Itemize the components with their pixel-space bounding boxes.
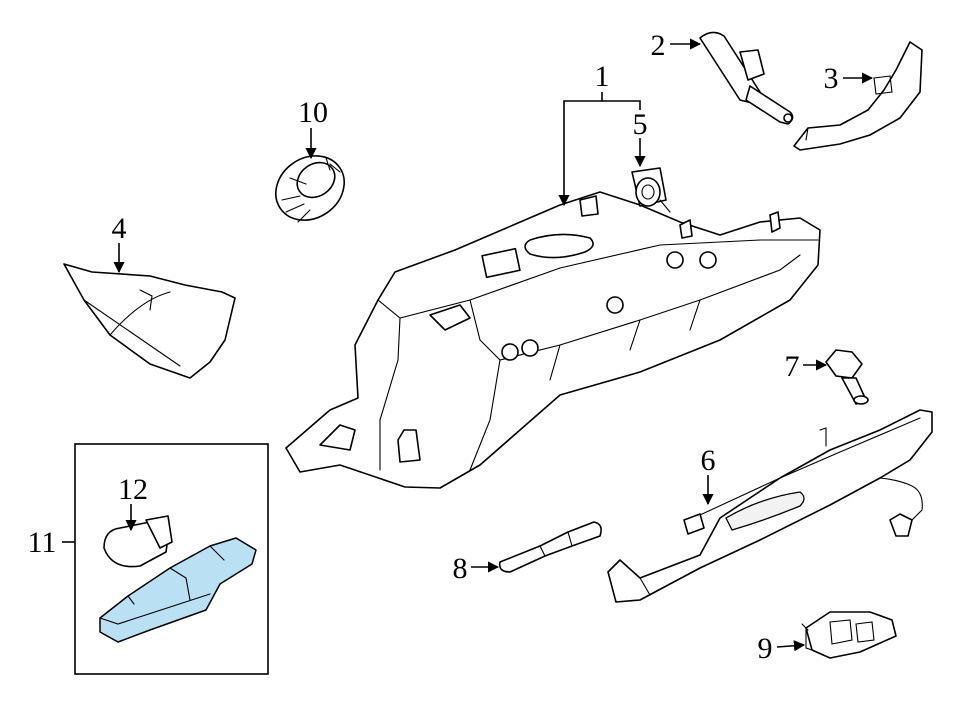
callout-8: 8 — [453, 552, 468, 585]
callout-7: 7 — [785, 350, 800, 383]
glove-box-door — [607, 409, 933, 603]
callout-10: 10 — [298, 96, 328, 129]
side-cover — [63, 263, 236, 379]
callout-1: 1 — [595, 60, 610, 93]
lamp-assembly-box — [62, 443, 269, 675]
pivot-pin — [498, 521, 602, 573]
lock-cylinder — [631, 167, 671, 213]
callout-4: 4 — [112, 212, 127, 245]
callout-5: 5 — [633, 108, 648, 141]
glove-box-damper — [699, 31, 794, 125]
callout-2: 2 — [651, 29, 666, 62]
callout-12: 12 — [118, 473, 148, 506]
bulb — [103, 515, 173, 568]
lamp-housing — [99, 537, 257, 643]
callout-6: 6 — [701, 444, 716, 477]
callouts: 1 5 2 3 10 4 7 6 8 9 11 12 — [28, 29, 874, 665]
glove-box-housing — [285, 191, 821, 489]
bracket — [793, 41, 923, 151]
callout-3: 3 — [824, 62, 839, 95]
trim-ring — [275, 155, 345, 223]
bolt — [825, 349, 869, 405]
callout-9: 9 — [758, 632, 773, 665]
callout-11: 11 — [28, 526, 57, 559]
latch — [801, 611, 897, 659]
